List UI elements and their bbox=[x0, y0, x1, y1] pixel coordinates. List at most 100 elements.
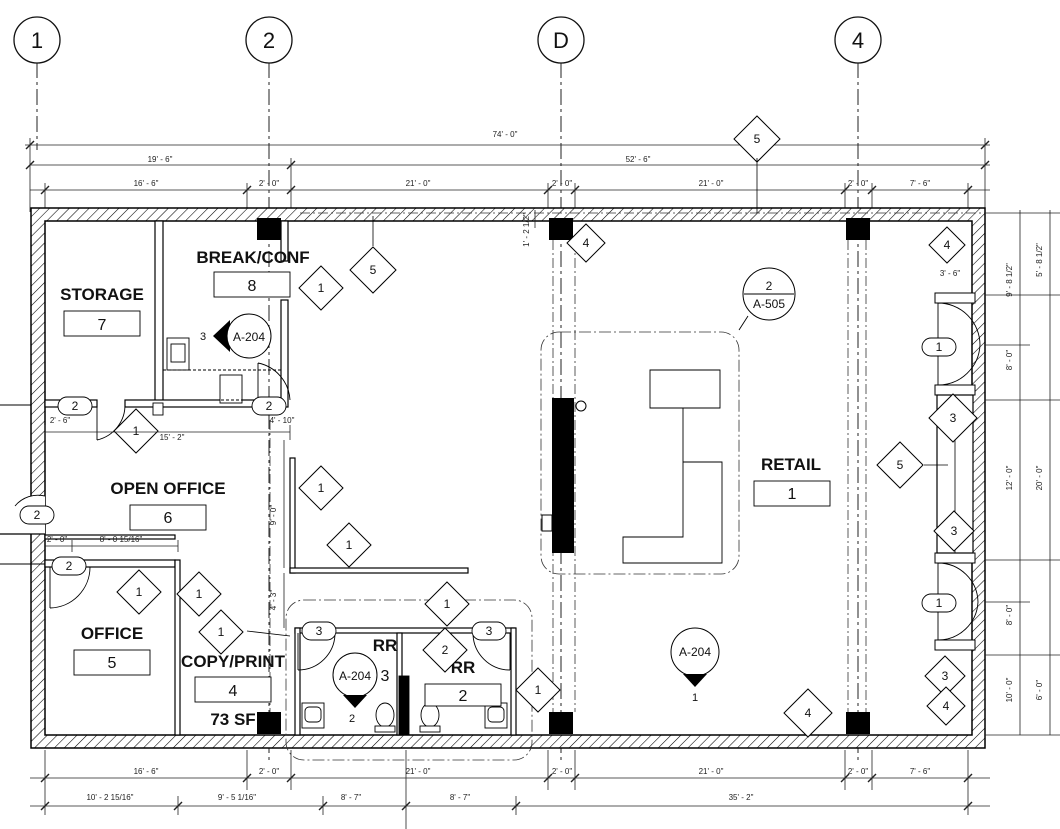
room-name-break-conf: BREAK/CONF bbox=[196, 248, 309, 267]
diamond-tag-label: 1 bbox=[535, 683, 542, 697]
svg-text:2' - 0": 2' - 0" bbox=[848, 767, 869, 776]
dim-top-seg: 7' - 6" bbox=[910, 179, 931, 188]
diamond-tag: 1 bbox=[298, 465, 344, 511]
svg-text:16' - 6": 16' - 6" bbox=[134, 767, 159, 776]
elevation-ref-retail-num: 1 bbox=[692, 692, 698, 704]
svg-text:35' - 2": 35' - 2" bbox=[729, 793, 754, 802]
svg-text:1: 1 bbox=[936, 340, 943, 354]
room-tag-box bbox=[424, 683, 502, 707]
svg-text:10' - 0": 10' - 0" bbox=[1005, 677, 1014, 702]
grid-bubble-1: 1 bbox=[13, 16, 61, 64]
diamond-tag-label: 1 bbox=[196, 587, 203, 601]
room-tag-box bbox=[73, 649, 151, 676]
svg-text:15' - 2": 15' - 2" bbox=[160, 433, 185, 442]
elevation-ref-rr-num: 2 bbox=[349, 713, 355, 725]
svg-text:7' - 6": 7' - 6" bbox=[910, 767, 931, 776]
svg-text:2' - 0": 2' - 0" bbox=[259, 767, 280, 776]
structural-columns bbox=[257, 218, 870, 734]
diamond-tag-label: 1 bbox=[444, 597, 451, 611]
diamond-tag-label: 1 bbox=[133, 424, 140, 438]
diamond-tag: 5 bbox=[876, 441, 924, 489]
grid-label-4: 4 bbox=[852, 28, 864, 53]
diamond-tag: 3 bbox=[933, 510, 975, 552]
diamond-tag-label: 1 bbox=[218, 625, 225, 639]
dim-top-seg: 2' - 0" bbox=[259, 179, 280, 188]
elevation-ref-break-sheet: A-204 bbox=[233, 330, 265, 344]
svg-text:2: 2 bbox=[34, 508, 41, 522]
elevation-ref-break-num: 3 bbox=[200, 331, 206, 343]
room-number-rr-2: 2 bbox=[459, 688, 468, 705]
right-dimensions bbox=[985, 210, 1060, 736]
grid-bubble-2: 2 bbox=[245, 16, 293, 64]
door-swings bbox=[49, 362, 511, 671]
svg-text:9' - 5 1/16": 9' - 5 1/16" bbox=[218, 793, 256, 802]
room-name-storage: STORAGE bbox=[60, 285, 144, 304]
diamond-tag-label: 4 bbox=[583, 236, 590, 250]
svg-text:4' - 10": 4' - 10" bbox=[270, 416, 295, 425]
room-number-retail: 1 bbox=[788, 486, 797, 503]
door-tag: 2 bbox=[19, 505, 55, 525]
room-name-open-office: OPEN OFFICE bbox=[110, 479, 225, 498]
diamond-tag: 5 bbox=[349, 246, 397, 294]
room-tag-box bbox=[63, 310, 141, 337]
svg-text:3: 3 bbox=[316, 624, 323, 638]
room-tag-box bbox=[213, 271, 291, 298]
diamond-tag-label: 1 bbox=[318, 281, 325, 295]
top-dimensions bbox=[25, 138, 990, 212]
diamond-tag-label: 3 bbox=[951, 524, 958, 538]
diamond-tag: 5 bbox=[733, 115, 781, 163]
diamond-tag-label: 3 bbox=[950, 411, 957, 425]
grid-bubble-d: D bbox=[537, 16, 585, 64]
dim-overall: 74' - 0" bbox=[493, 130, 518, 139]
svg-text:2' - 6": 2' - 6" bbox=[50, 416, 71, 425]
svg-text:6' - 0": 6' - 0" bbox=[1035, 680, 1044, 701]
diamond-tag: 3 bbox=[928, 393, 978, 443]
door-tag: 1 bbox=[921, 593, 957, 613]
grid-label-1: 1 bbox=[31, 28, 43, 53]
grid-label-2: 2 bbox=[263, 28, 275, 53]
dim-top-seg: 2' - 0" bbox=[552, 179, 573, 188]
diamond-tag-label: 1 bbox=[346, 538, 353, 552]
door-tag: 1 bbox=[921, 337, 957, 357]
door-tags: 2 2 2 2 1 1 3 3 bbox=[19, 337, 957, 641]
diamond-tag-label: 4 bbox=[943, 699, 950, 713]
room-number-copy-print: 4 bbox=[229, 683, 238, 700]
svg-text:9' - 8 1/2": 9' - 8 1/2" bbox=[1005, 263, 1014, 297]
right-dimension-labels: 5' - 8 1/2" 9' - 8 1/2" 8' - 0" 20' - 0"… bbox=[1005, 243, 1044, 702]
door-tag: 3 bbox=[301, 621, 337, 641]
svg-text:2: 2 bbox=[66, 559, 73, 573]
diamond-tag: 1 bbox=[116, 569, 162, 615]
diamond-tag-label: 2 bbox=[442, 643, 449, 657]
svg-text:2: 2 bbox=[266, 399, 273, 413]
diamond-tag-label: 5 bbox=[897, 458, 904, 472]
break-fixtures bbox=[152, 337, 282, 416]
svg-text:2' - 0": 2' - 0" bbox=[47, 535, 68, 544]
interior-dimensions bbox=[44, 210, 536, 628]
diamond-tag: 2 bbox=[422, 627, 468, 673]
room-number-open-office: 6 bbox=[164, 510, 173, 527]
grid-lines bbox=[36, 62, 859, 760]
svg-text:3' - 6": 3' - 6" bbox=[940, 269, 961, 278]
room-number-storage: 7 bbox=[98, 317, 107, 334]
bay-lines bbox=[269, 212, 985, 712]
grid-label-d: D bbox=[553, 28, 569, 53]
dim-top-left: 19' - 6" bbox=[148, 155, 173, 164]
svg-text:2' - 0": 2' - 0" bbox=[552, 767, 573, 776]
room-number-rr-3: 3 bbox=[381, 668, 390, 685]
svg-text:8' - 0 15/16": 8' - 0 15/16" bbox=[100, 535, 143, 544]
restroom-fixtures bbox=[285, 599, 533, 761]
svg-text:8' - 7": 8' - 7" bbox=[341, 793, 362, 802]
diamond-tag: 4 bbox=[783, 688, 833, 738]
exterior-walls bbox=[30, 207, 986, 749]
bottom-dimensions bbox=[30, 750, 990, 829]
diamond-tag: 1 bbox=[515, 667, 561, 713]
room-name-copy-print: COPY/PRINT bbox=[181, 652, 286, 671]
room-name-rr-2: RR bbox=[451, 658, 476, 677]
room-tag-box bbox=[129, 504, 207, 531]
detail-ref-number: 2 bbox=[766, 279, 773, 293]
leader-lines bbox=[246, 158, 948, 637]
door-tag: 2 bbox=[251, 396, 287, 416]
detail-ref-sheet: A-505 bbox=[753, 297, 785, 311]
diamond-tag: 1 bbox=[113, 408, 159, 454]
svg-text:8' - 0": 8' - 0" bbox=[1005, 605, 1014, 626]
